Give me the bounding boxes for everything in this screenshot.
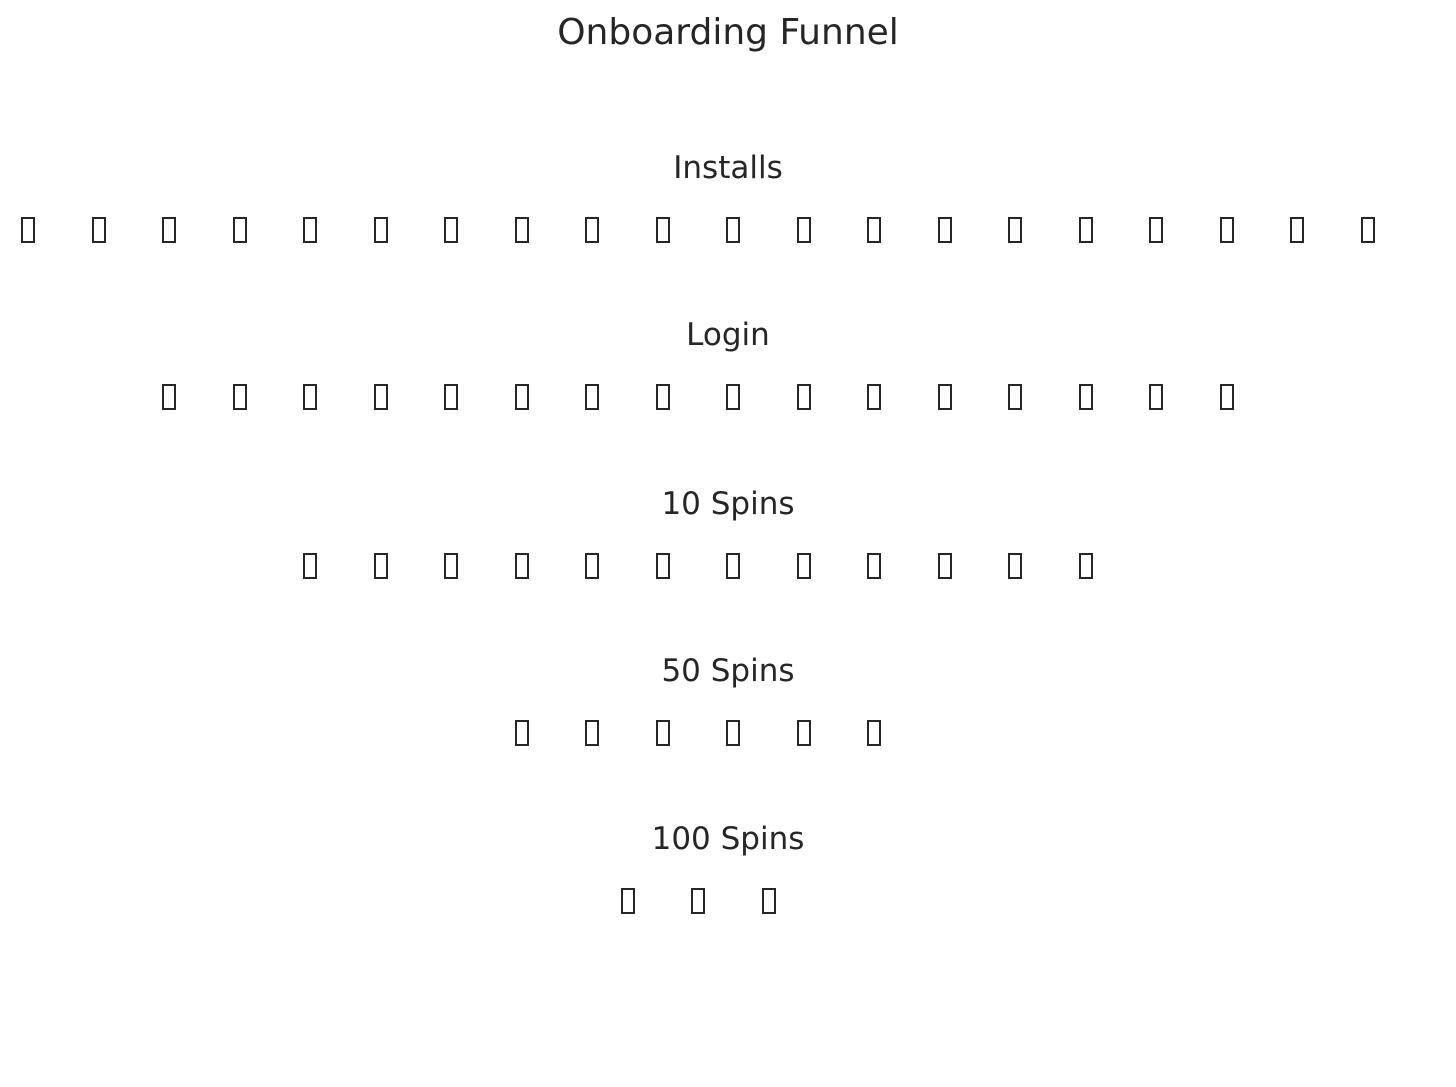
missing-glyph-box-icon [937,217,952,243]
missing-glyph-box-icon [444,384,459,410]
missing-glyph-box-icon [620,888,635,914]
missing-glyph-box-icon [726,217,741,243]
missing-glyph-box-icon [726,384,741,410]
glyph-row-100-spins [0,888,1426,914]
missing-glyph-box-icon [514,720,529,746]
missing-glyph-box-icon [1360,217,1375,243]
missing-glyph-box-icon [796,217,811,243]
missing-glyph-box-icon [373,384,388,410]
missing-glyph-box-icon [1078,553,1093,579]
missing-glyph-box-icon [91,217,106,243]
missing-glyph-box-icon [303,553,318,579]
glyph-row-installs [0,217,1426,243]
glyph-row-10-spins [0,553,1426,579]
stage-label-50-spins: 50 Spins [661,653,795,689]
missing-glyph-box-icon [232,217,247,243]
missing-glyph-box-icon [937,384,952,410]
missing-glyph-box-icon [867,720,882,746]
missing-glyph-box-icon [1219,384,1234,410]
missing-glyph-box-icon [867,384,882,410]
missing-glyph-box-icon [1290,217,1305,243]
missing-glyph-box-icon [1078,217,1093,243]
missing-glyph-box-icon [303,384,318,410]
missing-glyph-box-icon [937,553,952,579]
glyph-row-login [0,384,1426,410]
missing-glyph-box-icon [726,553,741,579]
missing-glyph-box-icon [162,384,177,410]
missing-glyph-box-icon [21,217,36,243]
chart-title: Onboarding Funnel [557,12,899,53]
missing-glyph-box-icon [655,553,670,579]
missing-glyph-box-icon [655,217,670,243]
missing-glyph-box-icon [867,217,882,243]
missing-glyph-box-icon [162,217,177,243]
missing-glyph-box-icon [585,720,600,746]
missing-glyph-box-icon [1219,217,1234,243]
stage-label-login: Login [686,317,770,353]
missing-glyph-box-icon [796,384,811,410]
missing-glyph-box-icon [796,553,811,579]
missing-glyph-box-icon [691,888,705,914]
missing-glyph-box-icon [444,217,459,243]
missing-glyph-box-icon [585,553,600,579]
stage-label-installs: Installs [673,150,783,186]
missing-glyph-box-icon [303,217,318,243]
missing-glyph-box-icon [1008,553,1023,579]
missing-glyph-box-icon [726,720,741,746]
missing-glyph-box-icon [514,384,529,410]
missing-glyph-box-icon [1149,384,1164,410]
missing-glyph-box-icon [585,384,600,410]
missing-glyph-box-icon [1078,384,1093,410]
missing-glyph-box-icon [655,720,670,746]
missing-glyph-box-icon [373,553,388,579]
missing-glyph-box-icon [1008,384,1023,410]
missing-glyph-box-icon [867,553,882,579]
missing-glyph-box-icon [585,217,600,243]
missing-glyph-box-icon [1008,217,1023,243]
missing-glyph-box-icon [761,888,776,914]
stage-label-10-spins: 10 Spins [661,486,795,522]
missing-glyph-box-icon [373,217,388,243]
glyph-row-50-spins [0,720,1426,746]
missing-glyph-box-icon [796,720,811,746]
missing-glyph-box-icon [655,384,670,410]
missing-glyph-box-icon [1149,217,1164,243]
missing-glyph-box-icon [514,217,529,243]
missing-glyph-box-icon [514,553,529,579]
missing-glyph-box-icon [232,384,247,410]
missing-glyph-box-icon [444,553,459,579]
stage-label-100-spins: 100 Spins [651,821,805,857]
